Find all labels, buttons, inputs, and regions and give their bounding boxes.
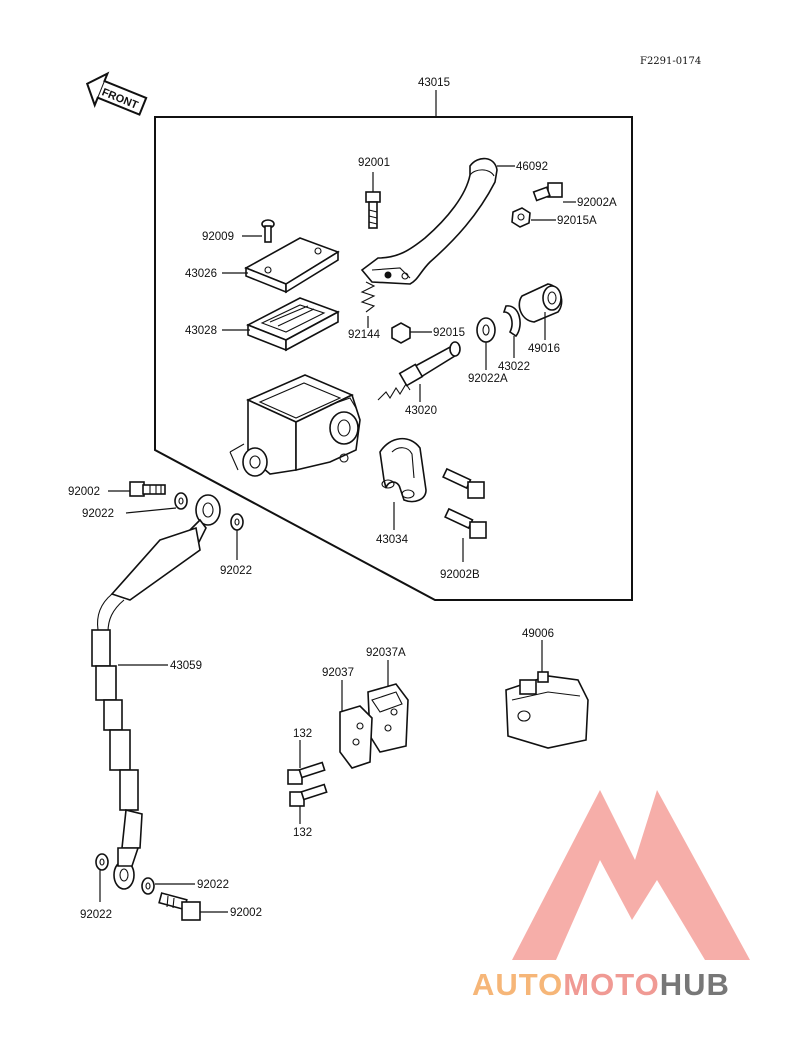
bolts-132 — [287, 761, 328, 807]
label-92037a: 92037A — [366, 647, 406, 659]
automotohub-logo: AUTOMOTOHUB — [472, 790, 750, 1002]
label-43028: 43028 — [185, 325, 217, 337]
label-43022: 43022 — [498, 361, 530, 373]
svg-text:AUTOMOTOHUB: AUTOMOTOHUB — [472, 967, 730, 1002]
washer-top-left — [174, 492, 188, 510]
pivot-bolt — [365, 191, 381, 229]
label-92022-topright: 92022 — [220, 565, 252, 577]
label-92002b: 92002B — [440, 569, 480, 581]
label-92022-bottomright: 92022 — [197, 879, 229, 891]
bolts-92002b — [442, 467, 487, 539]
banjo-bolt-top — [129, 481, 166, 497]
label-92001: 92001 — [358, 157, 390, 169]
label-92022-bottomleft: 92022 — [80, 909, 112, 921]
washer-bottom-left — [95, 853, 109, 871]
logo-text-hub: HUB — [660, 967, 730, 1002]
piston-assembly — [377, 341, 461, 401]
label-92015: 92015 — [433, 327, 465, 339]
label-92022-topleft: 92022 — [82, 508, 114, 520]
label-92037: 92037 — [322, 667, 354, 679]
label-92022a: 92022A — [468, 373, 508, 385]
leader-92022-topleft — [125, 507, 177, 514]
label-43020: 43020 — [405, 405, 437, 417]
reservoir-cap — [244, 237, 340, 294]
nut-92015a — [511, 207, 531, 228]
label-92009: 92009 — [202, 231, 234, 243]
diagram-code: F2291-0174 — [640, 56, 701, 67]
circlip-43022 — [502, 305, 521, 338]
label-43026: 43026 — [185, 268, 217, 280]
label-92015a: 92015A — [557, 215, 597, 227]
label-92002-top: 92002 — [68, 486, 100, 498]
label-46092: 46092 — [516, 161, 548, 173]
label-49006: 49006 — [522, 628, 554, 640]
assembly-frame — [154, 116, 633, 601]
label-132-bottom: 132 — [293, 827, 312, 839]
logo-triangle-mark — [512, 790, 750, 960]
brake-switch — [505, 671, 589, 749]
screw-92009 — [261, 219, 275, 243]
hose-bracket — [339, 683, 409, 769]
label-92002-bottom: 92002 — [230, 907, 262, 919]
label-92144: 92144 — [348, 329, 381, 341]
label-43059: 43059 — [170, 660, 202, 672]
label-43034: 43034 — [376, 534, 409, 546]
master-cylinder-body — [229, 374, 361, 477]
banjo-bolt-bottom — [158, 892, 201, 921]
spring-92144 — [360, 281, 376, 313]
label-43015: 43015 — [418, 77, 450, 89]
diaphragm — [246, 297, 340, 352]
nut-92015 — [391, 322, 411, 344]
label-49016: 49016 — [528, 343, 560, 355]
brake-lever — [360, 157, 498, 285]
label-132-top: 132 — [293, 728, 312, 740]
washer-92022a — [476, 317, 496, 343]
logo-text-moto: MOTO — [563, 967, 659, 1002]
logo-text-auto: AUTO — [472, 967, 563, 1002]
logo-triangle-inner — [590, 905, 650, 960]
washer-bottom-right — [141, 877, 155, 895]
brake-hose — [91, 494, 221, 890]
dust-boot — [518, 283, 563, 323]
handlebar-clamp — [379, 437, 427, 503]
bolt-92002a — [532, 182, 563, 202]
front-arrow-icon: FRONT — [85, 71, 148, 116]
washer-top-right — [230, 513, 244, 531]
label-92002a: 92002A — [577, 197, 617, 209]
